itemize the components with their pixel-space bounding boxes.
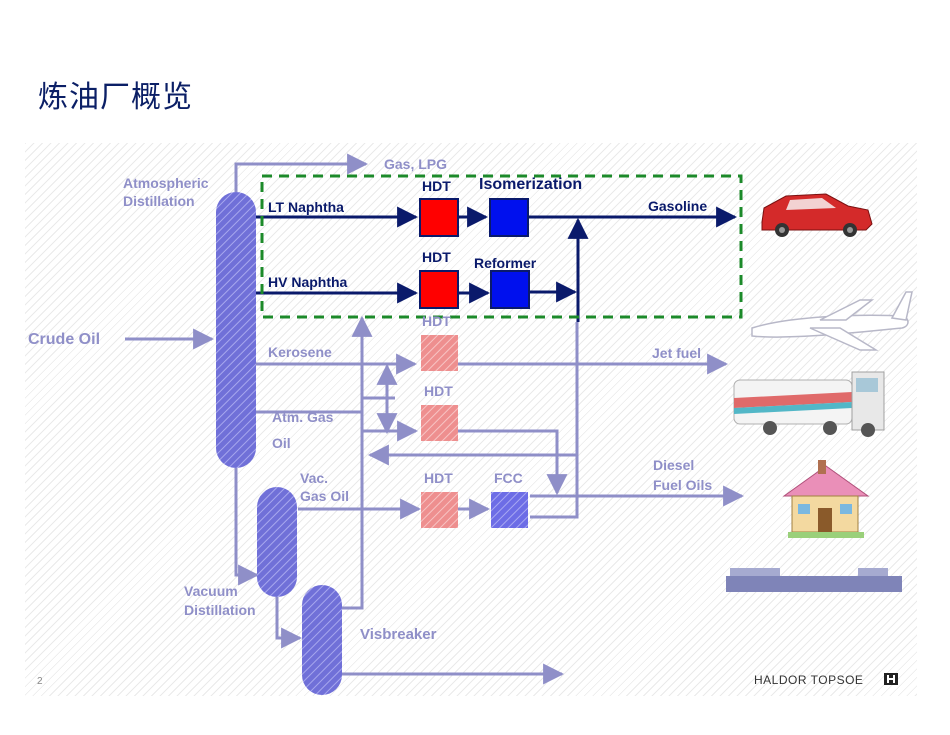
hv-naphtha-label: HV Naphtha — [268, 274, 348, 290]
page-title: 炼油厂概览 — [38, 80, 193, 115]
hdt-label-1: HDT — [422, 178, 451, 194]
gas-lpg-label: Gas, LPG — [384, 156, 447, 172]
diesel-label: Diesel — [653, 457, 694, 473]
gasoline-label: Gasoline — [648, 198, 707, 214]
vac-gas-oil-label-2: Gas Oil — [300, 488, 349, 504]
page-number: 2 — [37, 676, 43, 687]
gasoline-section-highlight — [260, 174, 743, 319]
truck-icon — [733, 371, 885, 437]
hdt-vac-gas-oil-box — [421, 492, 458, 528]
house-icon — [782, 460, 870, 538]
hdt-hv-naphtha-box — [419, 270, 459, 309]
hdt-label-5: HDT — [424, 470, 453, 486]
atm-distillation-label-2: Distillation — [123, 193, 195, 209]
vacuum-distillation-label-2: Distillation — [184, 602, 256, 618]
hdt-atm-gas-oil-box — [421, 405, 458, 441]
reformer-box — [490, 270, 530, 309]
vacuum-distillation-column — [257, 487, 297, 597]
atm-distillation-label-1: Atmospheric — [123, 175, 209, 191]
jet-fuel-label: Jet fuel — [652, 345, 701, 361]
hdt-lt-naphtha-box — [419, 198, 459, 237]
isomerization-box — [489, 198, 529, 237]
reformer-label: Reformer — [474, 255, 537, 271]
isomerization-label: Isomerization — [479, 176, 582, 193]
company-logo-text: HALDOR TOPSOE — [754, 673, 863, 687]
hdt-kerosene-box — [421, 335, 458, 371]
fcc-box — [491, 492, 528, 528]
airplane-icon — [751, 291, 913, 351]
fcc-label: FCC — [494, 470, 523, 486]
fuel-oils-label: Fuel Oils — [653, 477, 712, 493]
crude-oil-label: Crude Oil — [28, 331, 100, 348]
vacuum-distillation-label-1: Vacuum — [184, 583, 238, 599]
kerosene-label: Kerosene — [268, 344, 332, 360]
car-icon — [761, 193, 873, 237]
company-logo-icon — [884, 673, 898, 685]
visbreaker-label: Visbreaker — [360, 626, 437, 643]
vac-gas-oil-label-1: Vac. — [300, 470, 328, 486]
atmospheric-distillation-column — [216, 192, 256, 468]
lt-naphtha-label: LT Naphtha — [268, 199, 344, 215]
hdt-label-4: HDT — [424, 383, 453, 399]
atm-gas-oil-label-1: Atm. Gas — [272, 409, 334, 425]
atm-gas-oil-label-2: Oil — [272, 435, 291, 451]
hdt-label-2: HDT — [422, 249, 451, 265]
gas-lpg-line — [234, 153, 369, 192]
hdt-label-3: HDT — [422, 313, 451, 329]
ship-icon — [726, 568, 902, 592]
visbreaker-column — [302, 585, 342, 695]
